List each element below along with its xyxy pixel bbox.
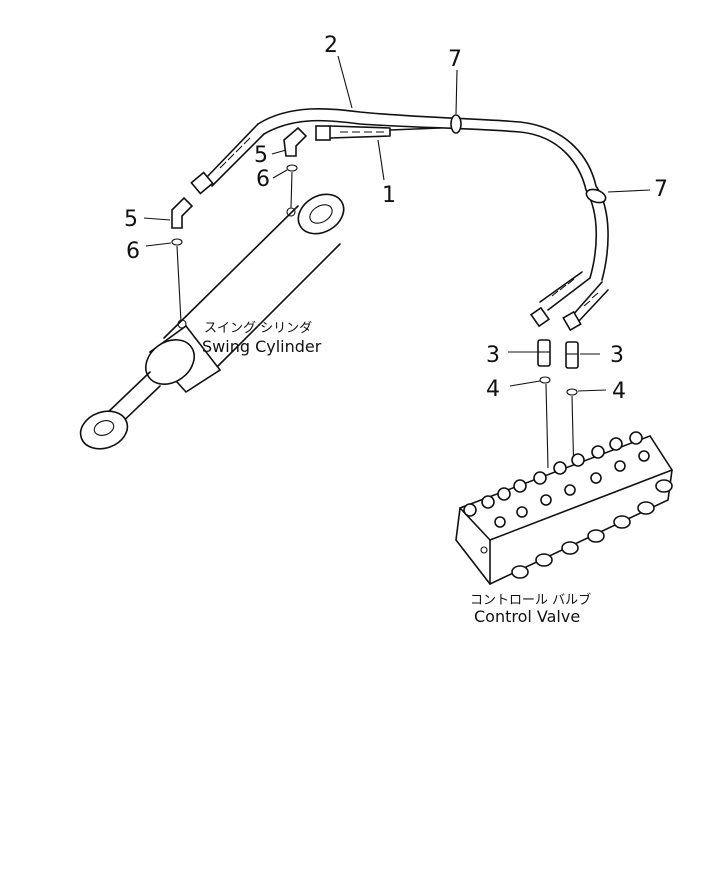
hose-lower-right-ends [529,271,609,332]
elbow-upper [283,126,308,157]
callout-7-right: 7 [654,177,668,202]
callout-4-left: 4 [486,377,500,402]
leader-lines [143,55,651,392]
hose-2 [205,107,609,281]
callout-6-lower: 6 [126,239,140,264]
callout-1: 1 [382,183,396,208]
control-valve-label-jp: コントロール バルブ [470,592,591,608]
callout-5-upper: 5 [254,143,268,168]
control-valve-label-en: Control Valve [474,607,580,626]
callout-5-lower: 5 [124,207,138,232]
elbow-lower [171,196,194,229]
clamp-top [450,114,462,134]
callout-7-top: 7 [448,47,462,72]
swing-cylinder-label-jp: スイング シリンダ [204,321,312,336]
union-right [565,341,579,369]
callout-6-upper: 6 [256,167,270,192]
callout-3-right: 3 [610,343,624,368]
hose-2-nut-left [190,171,214,195]
swing-cylinder-label-en: Swing Cylinder [202,337,322,356]
o-ring-upper [286,164,298,172]
union-left [537,339,551,367]
o-ring-lower [171,238,183,246]
clamp-right [585,188,607,204]
guide-lines-cylinder [176,171,293,323]
callout-3-left: 3 [486,343,500,368]
control-valve [455,431,673,585]
callout-2: 2 [324,33,338,58]
swing-cylinder [79,193,345,450]
o-ring-left [539,376,551,384]
callout-4-right: 4 [612,379,626,404]
o-ring-right [566,388,578,396]
hose-1 [315,125,441,141]
